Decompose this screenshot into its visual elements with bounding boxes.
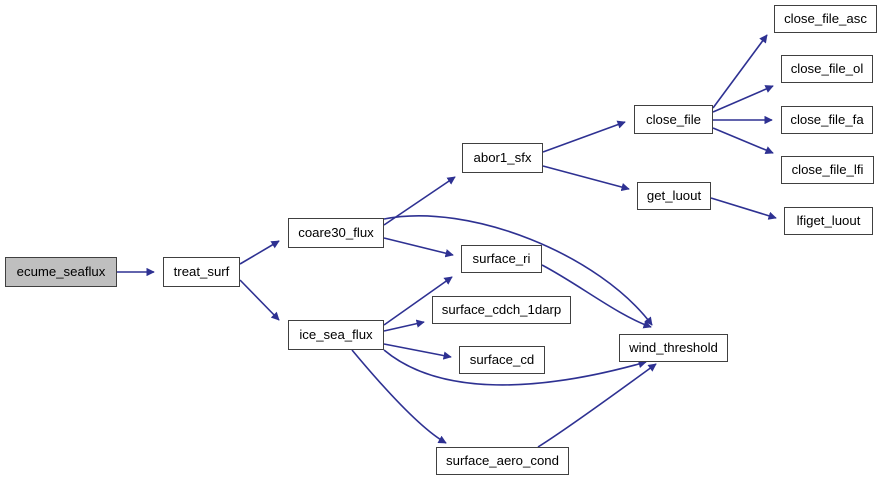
graph-edge (537, 363, 657, 448)
graph-node-label: surface_ri (472, 251, 531, 267)
graph-node-label: surface_cdch_1darp (441, 302, 562, 318)
graph-node-label: coare30_flux (298, 225, 374, 241)
graph-node-label: lfiget_luout (796, 213, 861, 229)
graph-node-abor1_sfx[interactable]: abor1_sfx (462, 143, 543, 173)
graph-edge (383, 276, 453, 326)
graph-node-label: abor1_sfx (473, 150, 532, 166)
graph-edge (712, 34, 768, 109)
graph-node-close_file_asc[interactable]: close_file_asc (774, 5, 877, 33)
graph-node-wind_threshold[interactable]: wind_threshold (619, 334, 728, 362)
graph-node-label: ecume_seaflux (16, 264, 106, 280)
graph-edge (541, 264, 652, 329)
graph-node-label: get_luout (646, 188, 702, 204)
graph-edge (542, 120, 626, 153)
graph-node-close_file[interactable]: close_file (634, 105, 713, 134)
graph-node-treat_surf[interactable]: treat_surf (163, 257, 240, 287)
graph-edge (383, 319, 425, 332)
graph-edge (239, 279, 280, 321)
graph-node-label: close_file_asc (784, 11, 867, 27)
graph-node-label: close_file_fa (790, 112, 864, 128)
graph-node-surface_cd[interactable]: surface_cd (459, 346, 545, 374)
graph-node-close_file_ol[interactable]: close_file_ol (781, 55, 873, 83)
graph-node-label: surface_aero_cond (446, 453, 559, 469)
graph-edge (712, 85, 774, 113)
graph-node-label: treat_surf (173, 264, 230, 280)
graph-node-surface_ri[interactable]: surface_ri (461, 245, 542, 273)
graph-edge (351, 349, 447, 444)
graph-node-coare30_flux[interactable]: coare30_flux (288, 218, 384, 248)
graph-node-label: ice_sea_flux (299, 327, 373, 343)
graph-node-get_luout[interactable]: get_luout (637, 182, 711, 210)
graph-edge (383, 215, 653, 326)
graph-node-label: wind_threshold (629, 340, 718, 356)
graph-node-label: surface_cd (469, 352, 535, 368)
graph-edge (383, 237, 454, 258)
graph-node-surface_aero_cond[interactable]: surface_aero_cond (436, 447, 569, 475)
graph-node-label: close_file (646, 111, 701, 127)
graph-node-label: close_file_lfi (791, 162, 864, 178)
graph-node-lfiget_luout[interactable]: lfiget_luout (784, 207, 873, 235)
graph-node-label: close_file_ol (790, 61, 864, 77)
graph-edge (710, 197, 777, 220)
graph-node-close_file_fa[interactable]: close_file_fa (781, 106, 873, 134)
graph-node-ice_sea_flux[interactable]: ice_sea_flux (288, 320, 384, 350)
graph-edge (239, 240, 280, 265)
graph-edge (542, 165, 630, 192)
graph-node-surface_cdch_1darp[interactable]: surface_cdch_1darp (432, 296, 571, 324)
graph-edge (383, 343, 452, 360)
graph-edge (383, 349, 647, 386)
graph-node-close_file_lfi[interactable]: close_file_lfi (781, 156, 874, 184)
graph-node-ecume_seaflux[interactable]: ecume_seaflux (5, 257, 117, 287)
graph-edge (712, 127, 774, 154)
